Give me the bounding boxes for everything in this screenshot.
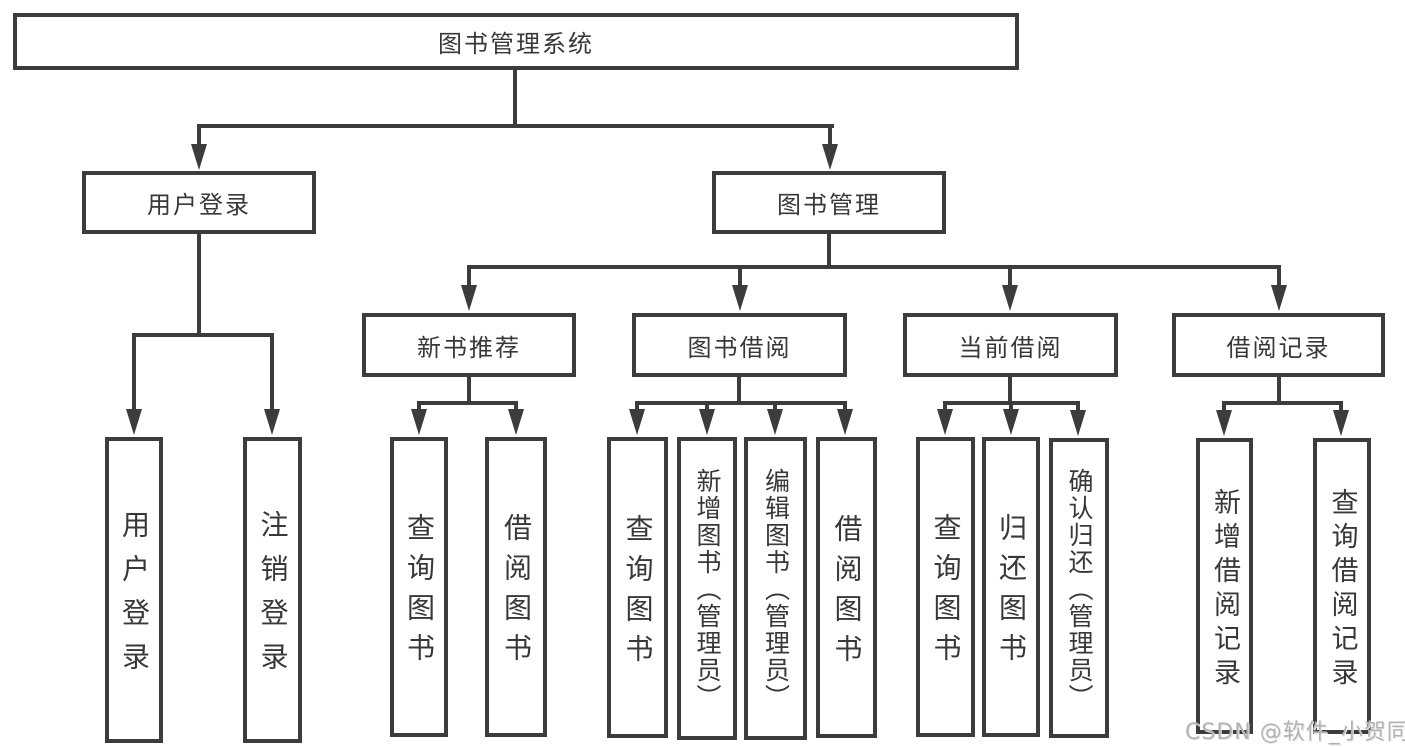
connector-line — [943, 401, 947, 413]
leaf-label: 确认归还（管理员） — [1065, 467, 1094, 711]
leaf-user-login: 用户登录 — [105, 437, 163, 743]
connector-line — [467, 377, 471, 403]
connector-line — [635, 401, 847, 405]
node-new-book-recommendation: 新书推荐 — [362, 313, 576, 377]
connector-line — [738, 265, 742, 287]
arrow-down-icon — [126, 409, 142, 435]
connector-line — [513, 68, 517, 128]
leaf-query-books-borrow: 查询图书 — [607, 437, 668, 738]
node-label: 图书借阅 — [687, 333, 792, 362]
arrow-down-icon — [1333, 410, 1349, 436]
arrow-down-icon — [1271, 285, 1287, 311]
leaf-label: 用户登录 — [118, 510, 151, 686]
arrow-down-icon — [629, 409, 645, 435]
arrow-down-icon — [191, 144, 207, 170]
leaf-label: 归还图书 — [995, 513, 1028, 673]
leaf-label: 新增图书（管理员） — [693, 468, 722, 711]
leaf-borrow-books: 借阅图书 — [816, 437, 877, 738]
node-label: 图书管理系统 — [438, 30, 594, 58]
connector-line — [1009, 401, 1013, 413]
connector-line — [1076, 401, 1080, 414]
arrow-down-icon — [1070, 410, 1086, 436]
connector-line — [1008, 265, 1012, 287]
connector-line — [417, 401, 518, 405]
leaf-label: 查询图书 — [621, 513, 655, 674]
connector-line — [270, 333, 274, 411]
connector-line — [773, 401, 777, 413]
leaf-label: 编辑图书（管理员） — [761, 468, 791, 711]
connector-line — [467, 265, 471, 287]
leaf-add-books-admin: 新增图书（管理员） — [677, 437, 737, 740]
leaf-query-books-recommend: 查询图书 — [390, 437, 448, 737]
leaf-label: 查询图书 — [929, 513, 963, 673]
leaf-label: 查询图书 — [403, 513, 436, 673]
connector-line — [827, 234, 831, 267]
arrow-down-icon — [732, 285, 748, 311]
leaf-label: 借阅图书 — [500, 513, 533, 673]
node-book-borrowing: 图书借阅 — [632, 313, 847, 377]
node-label: 图书管理 — [777, 191, 881, 219]
connector-line — [467, 265, 1281, 269]
node-label: 新书推荐 — [417, 333, 521, 362]
connector-line — [843, 401, 847, 413]
leaf-borrow-books-recommend: 借阅图书 — [485, 437, 547, 737]
arrow-down-icon — [822, 144, 838, 170]
connector-line — [1222, 401, 1226, 414]
connector-line — [1277, 265, 1281, 287]
node-user-login: 用户登录 — [82, 171, 316, 234]
connector-line — [1339, 401, 1343, 414]
connector-line — [1008, 377, 1012, 403]
arrow-down-icon — [1216, 410, 1232, 436]
connector-line — [635, 401, 639, 413]
node-label: 用户登录 — [147, 191, 251, 219]
connector-line — [705, 401, 709, 413]
connector-line — [132, 333, 136, 411]
connector-line — [197, 124, 201, 148]
leaf-query-borrow-record: 查询借阅记录 — [1313, 438, 1371, 734]
connector-line — [197, 124, 834, 128]
node-label: 当前借阅 — [958, 333, 1063, 362]
leaf-query-books-current: 查询图书 — [916, 437, 975, 737]
connector-line — [132, 333, 274, 337]
connector-line — [514, 401, 518, 413]
leaf-logout: 注销登录 — [243, 437, 302, 743]
connector-line — [197, 234, 201, 336]
leaf-add-borrow-record: 新增借阅记录 — [1196, 438, 1253, 734]
connector-line — [417, 401, 421, 413]
node-current-borrowing: 当前借阅 — [903, 313, 1118, 377]
leaf-return-books: 归还图书 — [982, 437, 1040, 737]
node-borrowing-records: 借阅记录 — [1172, 313, 1385, 377]
leaf-label: 新增借阅记录 — [1209, 487, 1240, 692]
node-book-management: 图书管理 — [712, 171, 946, 234]
arrow-down-icon — [1002, 285, 1018, 311]
leaf-confirm-return-admin: 确认归还（管理员） — [1049, 438, 1109, 738]
connector-line — [828, 124, 832, 148]
arrow-down-icon — [461, 285, 477, 311]
arrow-down-icon — [767, 409, 783, 435]
arrow-down-icon — [508, 409, 524, 435]
connector-line — [737, 377, 741, 403]
arrow-down-icon — [699, 409, 715, 435]
csdn-watermark: CSDN @软件_小贺同学 — [1185, 720, 1405, 745]
node-label: 借阅记录 — [1226, 333, 1331, 362]
connector-line — [1222, 401, 1343, 405]
node-library-management-system: 图书管理系统 — [13, 13, 1019, 70]
arrow-down-icon — [837, 409, 853, 435]
arrow-down-icon — [1003, 409, 1019, 435]
connector-line — [1277, 377, 1281, 403]
arrow-down-icon — [264, 409, 280, 435]
leaf-label: 注销登录 — [256, 510, 290, 686]
leaf-label: 查询借阅记录 — [1326, 487, 1358, 692]
leaf-edit-books-admin: 编辑图书（管理员） — [744, 437, 807, 740]
arrow-down-icon — [411, 409, 427, 435]
leaf-label: 借阅图书 — [830, 513, 864, 674]
arrow-down-icon — [937, 409, 953, 435]
